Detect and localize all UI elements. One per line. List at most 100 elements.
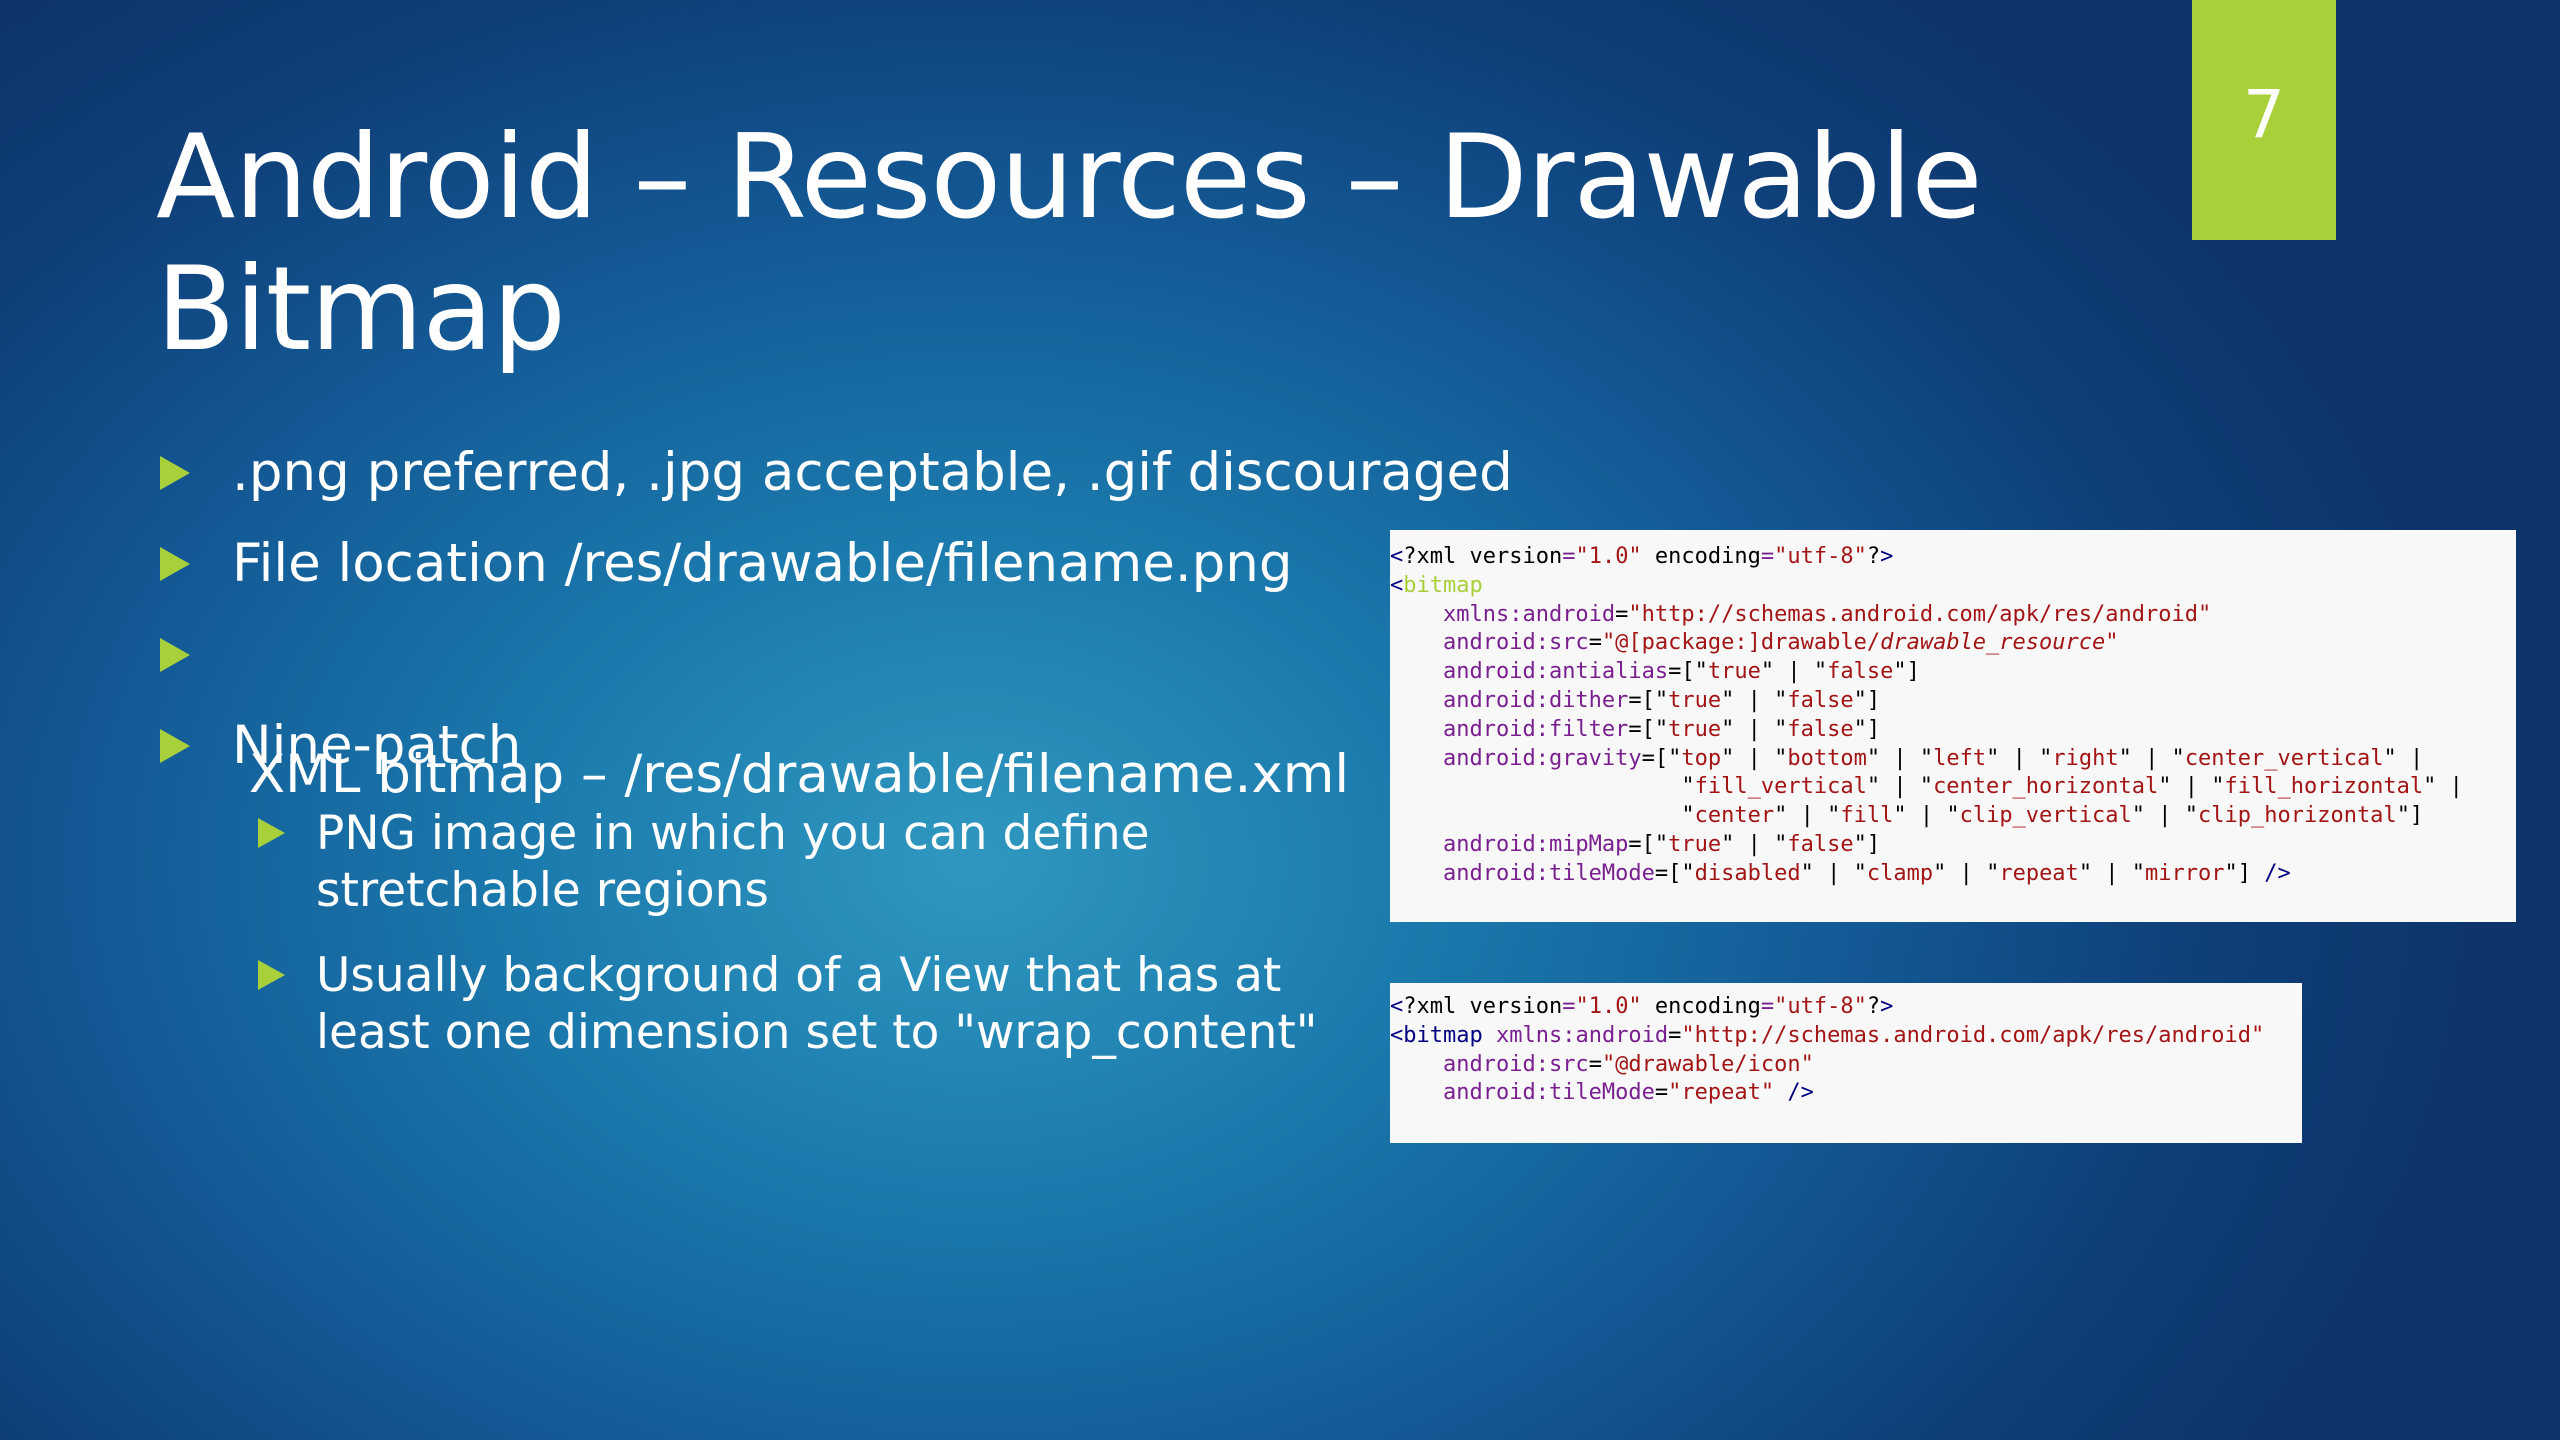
code-token: top xyxy=(1681,745,1722,771)
bullet-text: File location /res/drawable/filename.png xyxy=(232,534,1293,594)
sub-bullet-item: Usually background of a View that has at… xyxy=(258,947,1317,1061)
code-token: " | " xyxy=(1721,687,1788,713)
code-token: bottom xyxy=(1787,745,1867,771)
code-token: "] xyxy=(1853,716,1881,742)
code-token: " xyxy=(1390,774,1695,800)
code-token: = xyxy=(1562,544,1576,569)
code-token: = xyxy=(1760,544,1775,569)
code-token: "@[package:]drawable/ xyxy=(1601,630,1881,656)
code-token: ?xml version xyxy=(1403,544,1563,569)
code-token: " | " xyxy=(1721,831,1788,857)
code-token: left xyxy=(1933,745,1987,771)
code-token: true xyxy=(1668,716,1722,742)
code-token: xmlns:android xyxy=(1442,601,1616,627)
code-token xyxy=(1390,688,1443,713)
code-token: "1.0" xyxy=(1575,994,1642,1019)
code-token: encoding xyxy=(1641,994,1761,1019)
code-token: " | " xyxy=(2078,860,2146,886)
bullet-text-line: least one dimension set to "wrap_content… xyxy=(316,1005,1318,1060)
code-token: " | " xyxy=(1866,745,1934,771)
code-line: <?xml version="1.0" encoding="utf-8"?> xyxy=(1390,543,2516,572)
code-token: < xyxy=(1390,1022,1404,1048)
code-line: "fill_vertical" | "center_horizontal" | … xyxy=(1390,773,2516,802)
code-token: " xyxy=(1390,803,1695,829)
bullet-list: .png preferred, .jpg acceptable, .gif di… xyxy=(160,456,1350,1061)
code-token: right xyxy=(2052,745,2119,771)
bullet-item: File location /res/drawable/filename.png xyxy=(160,534,1293,594)
code-line: android:antialias=["true" | "false"] xyxy=(1390,658,2516,687)
code-token: bitmap xyxy=(1403,572,1483,598)
code-token: "@drawable/icon" xyxy=(1601,1051,1814,1077)
code-token: =[" xyxy=(1654,860,1695,886)
bullet-text-line: stretchable regions xyxy=(316,863,769,918)
code-token: android:gravity xyxy=(1442,745,1642,771)
code-token: = xyxy=(1615,601,1629,627)
code-token: " | xyxy=(2423,774,2463,800)
bullet-item: Nine-patch xyxy=(160,716,521,776)
code-token: true xyxy=(1668,687,1722,713)
code-token: < xyxy=(1390,544,1404,569)
code-token: center_vertical xyxy=(2184,745,2384,771)
code-token: drawable_resource xyxy=(1880,630,2106,656)
bullet-arrow-icon xyxy=(160,547,190,581)
bullet-arrow-icon xyxy=(160,729,190,763)
code-token: center_horizontal xyxy=(1933,774,2159,800)
code-token xyxy=(1390,602,1443,627)
code-token: mirror xyxy=(2145,860,2225,886)
code-token: "] xyxy=(1853,687,1881,713)
slide-title-line: Android – Resources – Drawable xyxy=(156,110,1983,245)
code-token: disabled xyxy=(1694,860,1801,886)
code-token: " | " xyxy=(1866,774,1934,800)
code-token: android:antialias xyxy=(1442,659,1669,685)
code-token: ? xyxy=(1866,544,1881,569)
code-token: android:mipMap xyxy=(1442,831,1629,857)
code-line: android:filter=["true" | "false"] xyxy=(1390,716,2516,745)
bullet-text-line: PNG image in which you can define xyxy=(316,806,1150,861)
slide-title-line: Bitmap xyxy=(156,242,566,377)
code-token xyxy=(1774,1080,1787,1105)
code-token: android:src xyxy=(1442,630,1589,656)
code-token: false xyxy=(1787,716,1854,742)
code-line: android:tileMode="repeat" /> xyxy=(1390,1079,2302,1108)
bullet-text-line: XML bitmap – /res/drawable/filename.xml xyxy=(232,744,1350,805)
code-token: "] xyxy=(1853,831,1881,857)
code-token: = xyxy=(1588,630,1602,656)
code-token: fill_vertical xyxy=(1694,774,1867,800)
code-token: = xyxy=(1562,994,1576,1019)
code-token: " | " xyxy=(1721,716,1788,742)
code-token: true xyxy=(1668,831,1722,857)
code-token xyxy=(1483,1023,1496,1048)
code-token: = xyxy=(1668,1022,1682,1048)
bullet-text-line: Nine-patch xyxy=(232,715,522,776)
code-token: "] xyxy=(1893,659,1920,685)
code-token: = xyxy=(1760,994,1775,1019)
code-token: " | " xyxy=(1760,659,1828,685)
code-token: "http://schemas.android.com/apk/res/andr… xyxy=(1628,601,2212,627)
bullet-text-line: .png preferred, .jpg acceptable, .gif di… xyxy=(232,442,1513,503)
code-token: "1.0" xyxy=(1575,544,1642,569)
bullet-arrow-icon xyxy=(258,818,285,848)
code-token xyxy=(1390,861,1443,886)
code-line: <bitmap xmlns:android="http://schemas.an… xyxy=(1390,1022,2302,1051)
code-token: android:filter xyxy=(1442,716,1629,742)
bullet-text: PNG image in which you can define stretc… xyxy=(316,805,1150,919)
code-token: "] xyxy=(2224,860,2265,886)
bullet-arrow-icon xyxy=(160,456,190,490)
code-token: " | " xyxy=(1986,745,2053,771)
code-token: = xyxy=(1588,1051,1602,1077)
code-snippet-bitmap-syntax: <?xml version="1.0" encoding="utf-8"?>< b… xyxy=(1390,530,2516,922)
code-token: " xyxy=(2105,630,2119,656)
code-token: clip_vertical xyxy=(1959,803,2132,829)
code-token: "] xyxy=(2396,803,2424,829)
slide-title: Android – Resources – Drawable Bitmap xyxy=(156,112,2156,376)
code-line: android:mipMap=["true" | "false"] xyxy=(1390,831,2516,860)
bullet-text: .png preferred, .jpg acceptable, .gif di… xyxy=(232,443,1513,503)
code-token: clamp xyxy=(1866,860,1934,886)
code-token: clip_horizontal xyxy=(2198,803,2397,829)
code-token: =[" xyxy=(1628,716,1669,742)
code-token: ? xyxy=(1866,994,1881,1019)
code-token: fill xyxy=(1840,803,1894,829)
code-token: android:tileMode xyxy=(1442,1080,1655,1106)
code-token: /> xyxy=(2264,860,2291,886)
